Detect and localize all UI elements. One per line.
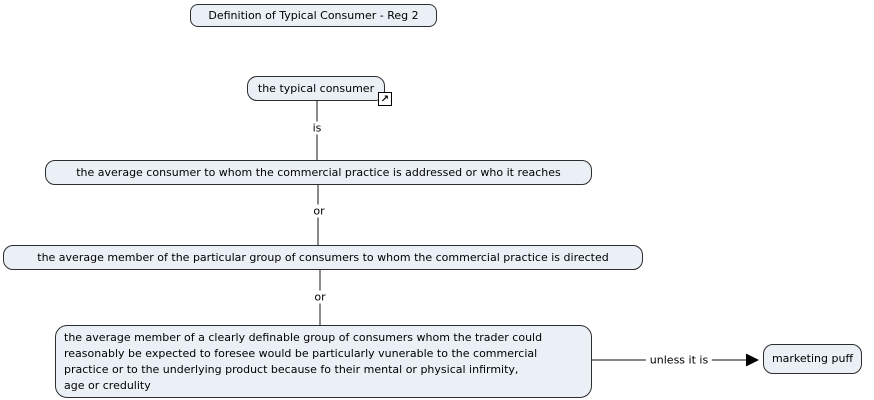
link-label-is[interactable]: is bbox=[308, 121, 326, 135]
resource-link-icon[interactable]: ↗ bbox=[378, 92, 392, 106]
node-average-consumer[interactable]: the average consumer to whom the commerc… bbox=[45, 160, 592, 185]
node-marketing-puff[interactable]: marketing puff bbox=[763, 344, 862, 374]
node-typical-consumer[interactable]: the typical consumer bbox=[247, 76, 385, 101]
node-particular-group[interactable]: the average member of the particular gro… bbox=[3, 245, 643, 270]
node-vulnerable-group[interactable]: the average member of a clearly definabl… bbox=[55, 325, 592, 398]
link-label-or-1[interactable]: or bbox=[309, 204, 329, 218]
node-title[interactable]: Definition of Typical Consumer - Reg 2 bbox=[190, 4, 437, 27]
arrowhead-icon bbox=[746, 353, 759, 367]
link-label-unless-it-is[interactable]: unless it is bbox=[645, 353, 713, 367]
link-label-or-2[interactable]: or bbox=[310, 290, 330, 304]
